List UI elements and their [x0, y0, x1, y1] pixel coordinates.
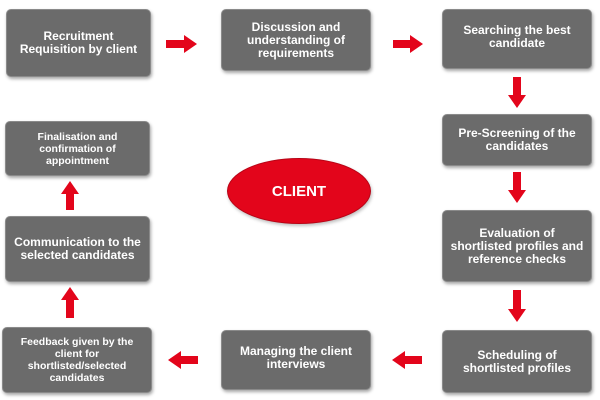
arrow-6-to-7	[392, 351, 422, 369]
step-client-feedback: Feedback given by the client for shortli…	[2, 327, 152, 393]
step-label: Managing the client interviews	[239, 344, 352, 371]
step-recruitment-requisition: Recruitment Requisition by client	[6, 9, 151, 77]
step-label: Evaluation of shortlisted profiles and r…	[450, 225, 584, 266]
step-evaluation: Evaluation of shortlisted profiles and r…	[442, 210, 592, 282]
step-finalisation: Finalisation and confirmation of appoint…	[5, 121, 150, 176]
arrow-5-to-6	[508, 290, 526, 322]
step-discussion-requirements: Discussion and understanding of requirem…	[221, 9, 371, 71]
step-label: Discussion and understanding of requirem…	[247, 19, 345, 60]
arrow-2-to-3	[393, 35, 423, 53]
step-label: Finalisation and confirmation of appoint…	[37, 130, 118, 167]
step-scheduling: Scheduling of shortlisted profiles	[442, 330, 592, 393]
arrow-9-to-10	[61, 181, 79, 210]
arrow-8-to-9	[61, 287, 79, 318]
step-label: Recruitment Requisition by client	[19, 29, 138, 56]
arrow-7-to-8	[168, 351, 198, 369]
step-managing-interviews: Managing the client interviews	[221, 330, 371, 390]
step-communication: Communication to the selected candidates	[5, 216, 150, 282]
arrow-3-to-4	[508, 77, 526, 108]
step-label: Pre-Screening of the candidates	[458, 126, 576, 153]
arrow-1-to-2	[166, 35, 197, 53]
client-ellipse: CLIENT	[227, 158, 371, 224]
step-pre-screening: Pre-Screening of the candidates	[442, 114, 592, 166]
step-label: Searching the best candidate	[463, 23, 571, 50]
client-label: CLIENT	[271, 182, 327, 200]
step-label: Feedback given by the client for shortli…	[20, 336, 134, 384]
step-searching-candidate: Searching the best candidate	[442, 9, 592, 69]
step-label: Scheduling of shortlisted profiles	[462, 347, 572, 375]
step-label: Communication to the selected candidates	[14, 235, 141, 262]
arrow-4-to-5	[508, 172, 526, 203]
